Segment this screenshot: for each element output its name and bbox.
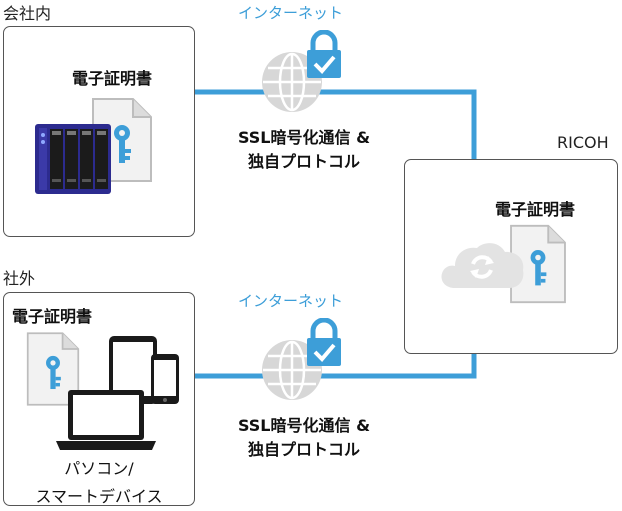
certificate-key-icon [510, 224, 566, 304]
outside-cert-label: 電子証明書 [12, 307, 93, 326]
device-label-line1: パソコン/ [64, 459, 134, 478]
ricoh-label: RICOH [557, 133, 609, 152]
ricoh-box: 電子証明書 [404, 159, 618, 354]
office-cert-label: 電子証明書 [72, 69, 153, 88]
smartphone-icon [151, 354, 179, 404]
office-box: 電子証明書 [3, 26, 195, 237]
protocol-line2-1: 独自プロトコル [247, 152, 360, 171]
tablet-icon [109, 336, 157, 404]
lock-check-icon [307, 318, 341, 366]
outside-label: 社外 [3, 269, 36, 288]
cloud-sync-icon [441, 243, 524, 288]
outside-box: 電子証明書 パソコン/ スマートデバイス [3, 292, 195, 506]
lock-check-icon [307, 30, 341, 78]
network-label-1: インターネット [238, 4, 344, 22]
device-label-line2: スマートデバイス [35, 487, 163, 506]
office-label: 会社内 [3, 4, 52, 23]
protocol-line2-2: 独自プロトコル [247, 440, 360, 459]
protocol-line1-2: SSL暗号化通信 & [237, 416, 371, 435]
certificate-key-icon [26, 332, 80, 406]
protocol-line1-1: SSL暗号化通信 & [237, 128, 371, 147]
nas-server-icon [35, 124, 111, 194]
network-label-2: インターネット [238, 292, 344, 310]
laptop-icon [56, 390, 156, 450]
ricoh-cert-label: 電子証明書 [495, 200, 576, 219]
